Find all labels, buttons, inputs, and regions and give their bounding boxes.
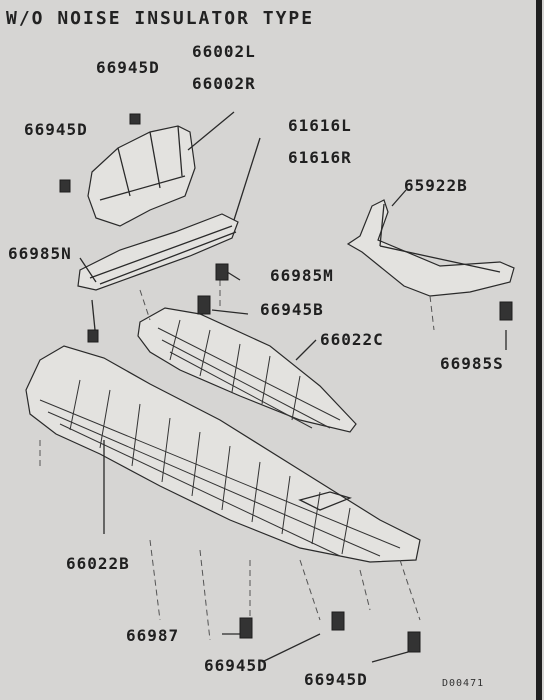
diagram-title: W/O NOISE INSULATOR TYPE <box>6 8 315 29</box>
bracket-66002 <box>87 125 196 227</box>
part-label-66985M: 66985M <box>270 266 334 285</box>
part-label-61616R: 61616R <box>288 148 352 167</box>
part-label-65922B: 65922B <box>404 176 468 195</box>
cover-66022B <box>25 345 421 563</box>
part-label-66945D: 66945D <box>96 58 160 77</box>
cover-66022C <box>137 307 357 433</box>
part-label-66002L: 66002L <box>192 42 256 61</box>
bracket-61616 <box>77 213 239 291</box>
part-label-66945D-bottom-2: 66945D <box>304 670 368 689</box>
part-label-66022C: 66022C <box>320 330 384 349</box>
drawing-code: D00471 <box>442 678 485 689</box>
part-label-66022B: 66022B <box>66 554 130 573</box>
leader-lines <box>79 111 507 663</box>
part-label-66987: 66987 <box>126 626 180 645</box>
part-label-66985S: 66985S <box>440 354 504 373</box>
part-label-61616L: 61616L <box>288 116 352 135</box>
part-label-66945D-bottom-1: 66945D <box>204 656 268 675</box>
part-label-66945D-left: 66945D <box>24 120 88 139</box>
bar-65922B <box>346 199 515 297</box>
fasteners <box>59 113 513 653</box>
part-label-66985N: 66985N <box>8 244 72 263</box>
part-label-66945B: 66945B <box>260 300 324 319</box>
projection-lines <box>39 270 435 641</box>
part-label-66002R: 66002R <box>192 74 256 93</box>
